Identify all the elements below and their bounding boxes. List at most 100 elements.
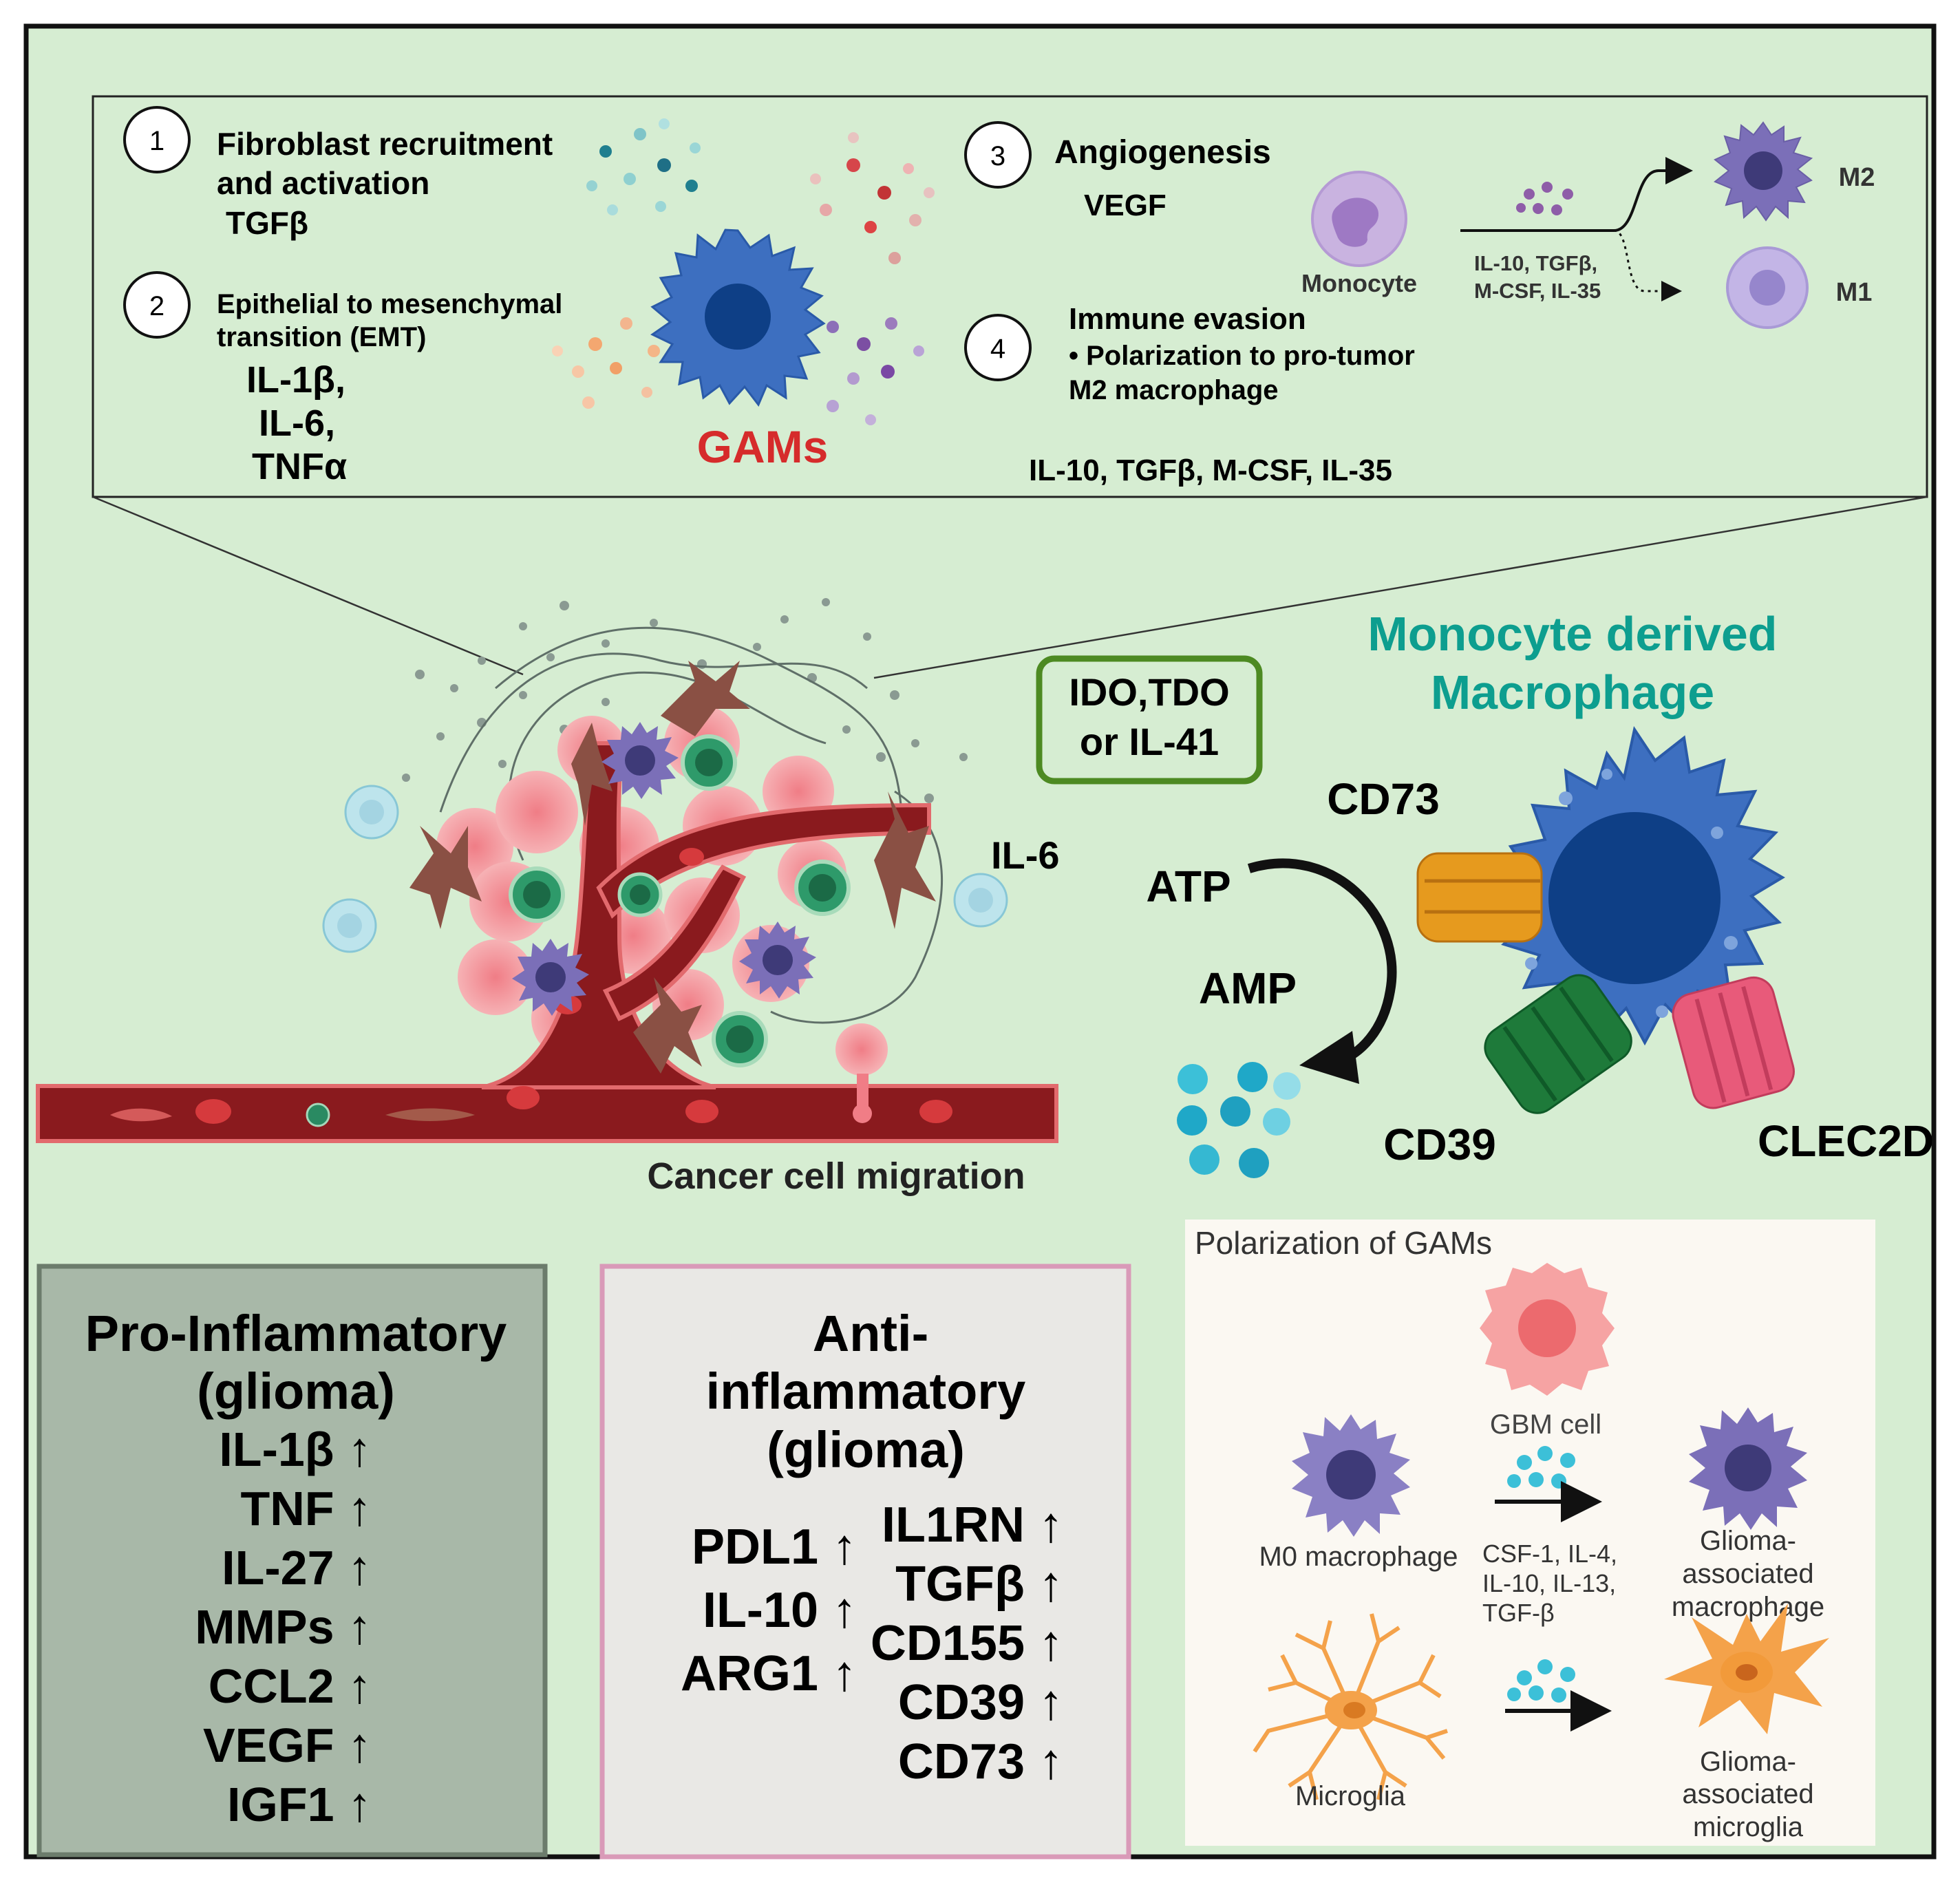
polarization-title: Polarization of GAMs	[1195, 1225, 1492, 1261]
anti-inflammatory-right-list: IL1RN ↑TGFβ ↑CD155 ↑CD39 ↑CD73 ↑	[871, 1498, 1063, 1789]
amp-label: AMP	[1199, 963, 1297, 1013]
cd73-label: CD73	[1327, 774, 1440, 824]
step-number-1: 1	[149, 126, 164, 156]
arrow-up-icon: ↑	[334, 1600, 372, 1654]
fibroblasts	[409, 661, 936, 1074]
gam-macrophage-label-line1: Glioma-	[1700, 1526, 1796, 1556]
anti-inflammatory-left-item-1: PDL1 ↑	[692, 1520, 857, 1575]
light-blue-t-cells	[322, 785, 1008, 953]
step-number-3: 3	[990, 141, 1005, 171]
gbm-cell-label: GBM cell	[1490, 1409, 1601, 1440]
glioma-associated-macrophage-icon	[1689, 1407, 1807, 1530]
pro-inflammatory-box: Pro-Inflammatory (glioma) IL-1β ↑TNF ↑IL…	[36, 1264, 548, 1857]
arrow-up-icon: ↑	[1025, 1734, 1063, 1789]
gam-cytokine-clouds	[552, 118, 935, 425]
green-lymphocytes	[509, 734, 851, 1067]
gam-microglia-label-line2: associated	[1682, 1779, 1813, 1809]
cd39-receptor-icon	[1484, 974, 1632, 1114]
microglia-icon	[1253, 1613, 1448, 1800]
pro-inflammatory-item-5: CCL2 ↑	[209, 1659, 372, 1713]
zoom-line-left	[92, 496, 524, 676]
arrow-up-icon: ↑	[1025, 1498, 1063, 1553]
gam-microglia-label-line1: Glioma-	[1700, 1747, 1796, 1777]
pro-inflammatory-item-label: IL-1β	[219, 1423, 334, 1476]
arrow-up-icon: ↑	[818, 1520, 857, 1575]
anti-inflammatory-right-item-4: CD39 ↑	[898, 1675, 1063, 1730]
arrow-up-icon: ↑	[334, 1718, 372, 1772]
item1-title-line2: and activation	[217, 165, 429, 201]
polarization-factors-line3: TGF-β	[1482, 1599, 1555, 1627]
anti-inflammatory-right-item-label: TGFβ	[895, 1557, 1025, 1612]
m2-macrophage-icon	[1714, 121, 1813, 222]
polarization-factors-line1: CSF-1, IL-4,	[1482, 1540, 1617, 1568]
step-number-4: 4	[990, 334, 1005, 364]
anti-inflammatory-box: Anti- inflammatory (glioma) PDL1 ↑IL-10 …	[599, 1264, 1131, 1860]
arrow-to-m1-dotted	[1613, 229, 1682, 301]
il6-label: IL-6	[991, 833, 1060, 877]
step-number-circle-1	[123, 106, 191, 173]
clec2d-receptor-icon	[1672, 976, 1795, 1109]
atp-to-amp-arrow	[1247, 858, 1397, 1065]
item4-title-line1: Immune evasion	[1069, 302, 1306, 336]
polarization-panel: Polarization of GAMs GBM cell M0 macroph…	[1185, 1220, 1875, 1846]
adenosine-dots	[1177, 1062, 1301, 1178]
anti-inflammatory-left-item-label: IL-10	[703, 1583, 818, 1638]
anti-inflammatory-right-item-3: CD155 ↑	[871, 1616, 1063, 1671]
arrow-up-icon: ↑	[1025, 1616, 1063, 1671]
anti-inflammatory-left-list: PDL1 ↑IL-10 ↑ARG1 ↑	[681, 1520, 857, 1701]
m0-macrophage-icon	[1292, 1414, 1410, 1537]
anti-inflammatory-left-item-2: IL-10 ↑	[703, 1583, 857, 1638]
polarization-factors-line2: IL-10, IL-13,	[1482, 1569, 1616, 1597]
arrow-up-icon: ↑	[818, 1646, 857, 1701]
ido-tdo-line2: or IL-41	[1080, 720, 1219, 763]
anti-inflammatory-right-item-label: CD39	[898, 1675, 1025, 1730]
cytokine-dots-lower	[1507, 1659, 1575, 1703]
zoom-line-right	[873, 496, 1928, 679]
pro-inflammatory-item-label: IL-27	[222, 1541, 334, 1595]
anti-inflammatory-left-item-3: ARG1 ↑	[681, 1646, 857, 1701]
anti-inflammatory-left-item-label: PDL1	[692, 1520, 818, 1575]
gams-label: GAMs	[697, 421, 829, 472]
pro-inflammatory-item-4: MMPs ↑	[195, 1600, 372, 1654]
migrating-cancer-cell	[835, 1023, 888, 1123]
pro-title-line1: Pro-Inflammatory	[85, 1305, 507, 1362]
m1-macrophage-icon	[1726, 246, 1809, 329]
anti-inflammatory-right-item-5: CD73 ↑	[898, 1734, 1063, 1789]
monocyte-icon	[1311, 171, 1407, 267]
atp-to-amp-arrowhead	[1299, 1031, 1359, 1084]
arrow-factors-line1: IL-10, TGFβ,	[1474, 251, 1597, 275]
step-number-2: 2	[149, 291, 164, 321]
pro-inflammatory-item-3: IL-27 ↑	[222, 1541, 372, 1595]
item3-title: Angiogenesis	[1054, 134, 1271, 171]
pro-inflammatory-item-2: TNF ↑	[240, 1482, 372, 1535]
atp-label: ATP	[1146, 862, 1231, 911]
m1-label: M1	[1836, 278, 1873, 307]
arrow-up-icon: ↑	[334, 1482, 372, 1535]
arrow-up-icon: ↑	[334, 1778, 372, 1831]
item1-factor: TGFβ	[226, 205, 308, 241]
anti-inflammatory-right-item-label: CD73	[898, 1734, 1025, 1789]
pro-inflammatory-item-label: MMPs	[195, 1600, 334, 1654]
anti-title-line3: (glioma)	[767, 1421, 965, 1478]
m2-label: M2	[1839, 163, 1875, 192]
microglia-label: Microglia	[1295, 1781, 1406, 1811]
gam-microglia-label-line3: microglia	[1693, 1812, 1804, 1842]
item2-factor-3: TNFα	[252, 446, 347, 487]
monocyte-derived-macrophage-icon	[1498, 725, 1785, 1046]
gbm-cell-icon	[1480, 1263, 1615, 1396]
item2-title-line1: Epithelial to mesenchymal	[217, 289, 562, 319]
gam-cell-icon	[650, 228, 826, 407]
step-number-circle-2	[123, 271, 191, 339]
item4-title-line3: M2 macrophage	[1069, 375, 1279, 405]
anti-inflammatory-right-item-2: TGFβ ↑	[895, 1557, 1063, 1612]
pro-inflammatory-item-7: IGF1 ↑	[227, 1778, 372, 1831]
anti-inflammatory-left-item-label: ARG1	[681, 1646, 818, 1701]
cytokine-dots-top	[1516, 182, 1573, 215]
arrow-up-icon: ↑	[334, 1423, 372, 1476]
top-panel: 1 Fibroblast recruitment and activation …	[92, 95, 1928, 679]
anti-title-line1: Anti-	[813, 1305, 929, 1362]
anti-inflammatory-right-item-1: IL1RN ↑	[882, 1498, 1063, 1553]
pro-inflammatory-item-label: VEGF	[203, 1718, 334, 1772]
m0-macrophage-label: M0 macrophage	[1259, 1542, 1458, 1572]
